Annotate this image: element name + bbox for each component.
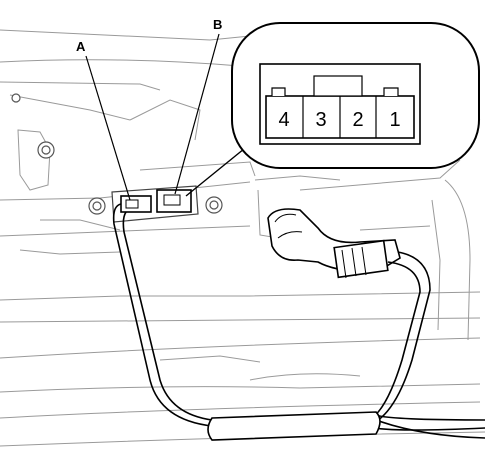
callout-b-label: B — [213, 17, 223, 32]
harness-connector-right — [267, 208, 401, 279]
callout-a-leader — [85, 55, 131, 201]
connector-b-latch — [163, 194, 181, 206]
bolt-icon-center-right — [205, 196, 223, 214]
pin-label: 4 — [278, 109, 289, 131]
pin-label: 1 — [389, 109, 400, 131]
bolt-icon-left — [37, 141, 55, 159]
connector-a-latch — [125, 199, 139, 209]
bolt-icon-center-left — [88, 197, 106, 215]
pin-label: 3 — [315, 109, 326, 131]
callout-a-label: A — [76, 39, 86, 54]
harness-sleeve — [207, 411, 381, 441]
connector-pin-labels: 4 3 2 1 — [278, 109, 400, 131]
callout-b-leader — [174, 33, 220, 195]
pin-label: 2 — [352, 109, 363, 131]
wire-harness — [112, 203, 485, 439]
connector-face-detail — [259, 63, 421, 145]
